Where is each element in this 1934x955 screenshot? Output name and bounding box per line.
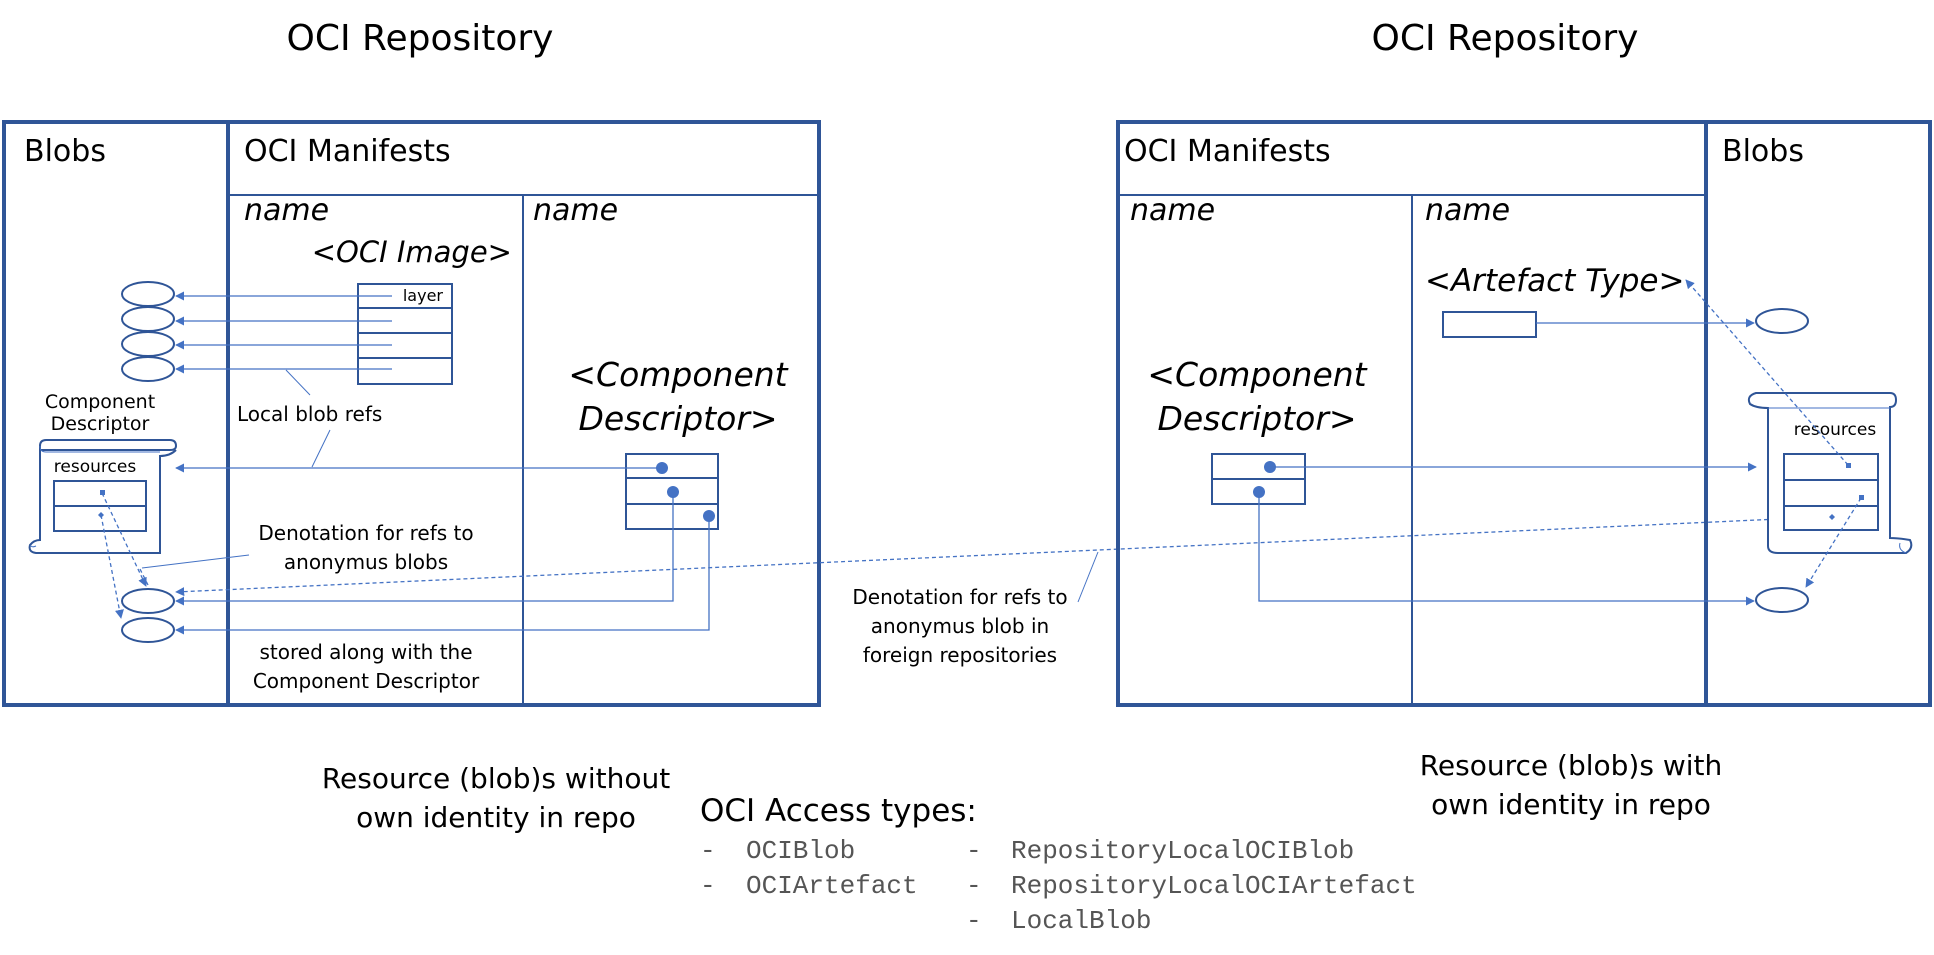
right-blobs-label: Blobs — [1722, 134, 1804, 169]
middle-denotation-leader — [1077, 551, 1099, 603]
right-caption-line1: Resource (blob)s with — [1420, 749, 1723, 782]
middle-denotation-line1: Denotation for refs to — [852, 585, 1067, 609]
left-caption-line2: own identity in repo — [356, 801, 636, 834]
access-type-repo-local-ociblob: RepositoryLocalOCIBlob — [1011, 836, 1354, 866]
left-repo-title: OCI Repository — [287, 18, 554, 59]
oci-image-label: <OCI Image> — [312, 235, 512, 269]
resource-to-anon-blob-2-dashed — [100, 514, 124, 619]
foreign-repo-dashed-ref — [175, 515, 1846, 597]
left-denotation-example-dash — [139, 568, 149, 586]
right-cd-to-anon-blob-arrow — [1258, 492, 1755, 606]
access-type-ociblob: OCIBlob — [746, 836, 855, 866]
stored-along-line1: stored along with the — [259, 640, 472, 664]
anonymous-blob-2 — [121, 617, 175, 643]
left-component-descriptor-line1: <Component — [568, 355, 788, 394]
cd-blob-label-line2: Descriptor — [51, 413, 150, 435]
left-resources-table — [53, 480, 147, 532]
access-types-title: OCI Access types: — [700, 793, 977, 829]
artefact-type-label: <Artefact Type> — [1425, 263, 1684, 299]
right-col2-name: name — [1425, 193, 1510, 228]
right-resources-label: resources — [1794, 420, 1877, 440]
right-col1-name: name — [1130, 193, 1215, 228]
stored-along-line2: Component Descriptor — [253, 669, 480, 693]
oci-image-layer-table — [357, 283, 453, 385]
right-manifests-label: OCI Manifests — [1124, 134, 1331, 169]
right-component-descriptor-line1: <Component — [1147, 355, 1367, 394]
resource-to-right-anon-blob-dashed — [1805, 497, 1862, 588]
middle-denotation-line3: foreign repositories — [863, 643, 1057, 667]
right-resource-ref-marker-2 — [1859, 495, 1864, 500]
layer-label: layer — [403, 286, 444, 305]
left-col2-name: name — [533, 193, 618, 228]
left-blobs-label: Blobs — [24, 134, 106, 169]
resource-to-artefact-dashed — [1685, 279, 1849, 466]
cd-to-anonymous-blob-1-arrow — [175, 492, 674, 606]
access-bullet-left-2: - — [700, 871, 716, 901]
local-blob-refs-leader-upper — [285, 369, 311, 396]
left-col1-name: name — [244, 193, 329, 228]
access-type-repo-local-ociartefact: RepositoryLocalOCIArtefact — [1011, 871, 1417, 901]
left-resource-ref-marker-1 — [100, 490, 105, 495]
left-denotation-leader — [141, 554, 250, 569]
layer-blob-4 — [121, 356, 175, 382]
right-component-descriptor-line2: Descriptor> — [1157, 399, 1356, 438]
middle-denotation-line2: anonymus blob in — [871, 614, 1049, 638]
artefact-type-box — [1442, 311, 1537, 338]
layer-blob-3 — [121, 331, 175, 357]
right-artefact-blob — [1755, 308, 1809, 334]
right-repo-title: OCI Repository — [1372, 18, 1639, 59]
access-bullet-left-1: - — [700, 836, 716, 866]
right-resource-ref-marker-3 — [1829, 514, 1835, 520]
cd-to-anonymous-blob-2-arrow — [175, 516, 710, 635]
left-denotation-line1: Denotation for refs to — [258, 521, 473, 545]
anonymous-blob-1 — [121, 588, 175, 614]
access-bullet-right-3: - — [966, 906, 982, 936]
right-blobs-panel — [1704, 120, 1932, 707]
right-anonymous-blob — [1755, 587, 1809, 613]
access-type-ociartefact: OCIArtefact — [746, 871, 918, 901]
layer-blob-1 — [121, 281, 175, 307]
left-component-descriptor-line2: Descriptor> — [578, 399, 777, 438]
local-blob-refs-label: Local blob refs — [237, 402, 382, 426]
access-type-localblob: LocalBlob — [1011, 906, 1151, 936]
access-bullet-right-1: - — [966, 836, 982, 866]
left-caption-line1: Resource (blob)s without — [322, 762, 670, 795]
left-resources-label: resources — [54, 457, 137, 477]
layer-blob-2 — [121, 306, 175, 332]
cd-blob-label-line1: Component — [45, 391, 155, 413]
left-manifests-label: OCI Manifests — [244, 134, 451, 169]
resource-to-anon-blob-1-dashed — [101, 492, 147, 587]
access-bullet-right-2: - — [966, 871, 982, 901]
left-denotation-line2: anonymus blobs — [284, 550, 448, 574]
right-resource-ref-marker-1 — [1846, 463, 1851, 468]
local-blob-refs-leader — [311, 429, 331, 468]
right-caption-line2: own identity in repo — [1431, 788, 1711, 821]
